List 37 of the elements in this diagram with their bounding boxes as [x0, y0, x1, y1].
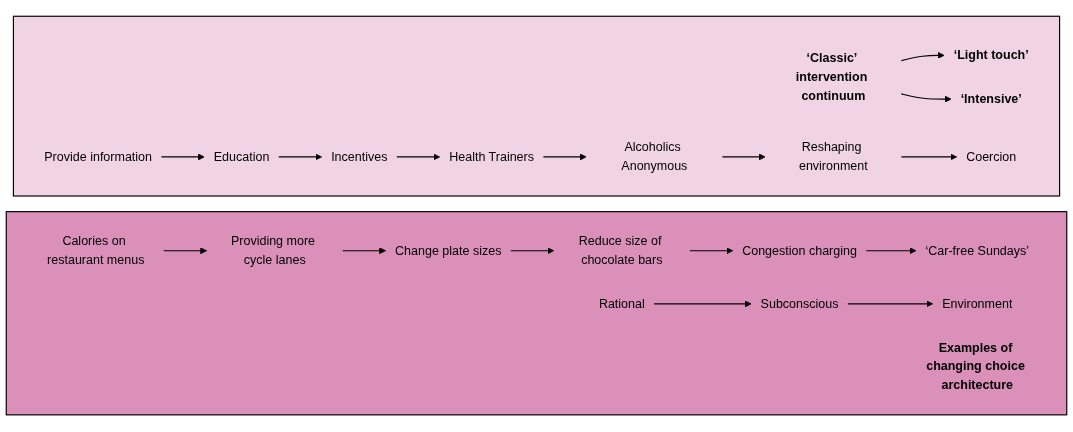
node-text: Coercion: [966, 150, 1017, 164]
node-text: ‘Car-free Sundays’: [925, 244, 1030, 258]
arrow: [689, 247, 734, 255]
node-text: Education: [213, 150, 270, 164]
cluster: [12, 16, 1061, 198]
node-text: Reduce size of chocolate bars: [578, 234, 663, 267]
node-text: Reshaping environment: [798, 140, 868, 174]
node-text: Rational: [598, 297, 645, 311]
arrow: [721, 153, 766, 161]
arrow: [865, 247, 917, 255]
node-text: Alcoholics Anonymous: [621, 140, 688, 174]
node-text: Health Trainers: [449, 150, 534, 164]
arrow: [510, 247, 555, 255]
arrow: [847, 300, 934, 308]
node-text: ‘Classic’ intervention continuum: [795, 51, 868, 103]
arrow: [396, 153, 441, 161]
node-text: Subconscious: [760, 297, 839, 311]
arrow: [900, 153, 958, 161]
node-text: ‘Intensive’: [960, 92, 1022, 106]
node-text: ‘Light touch’: [953, 48, 1029, 63]
arrow: [163, 247, 208, 255]
arrow: [900, 93, 952, 103]
node-text: Change plate sizes: [395, 244, 502, 258]
node-text: Examples of changing choice architecture: [926, 341, 1025, 392]
arrow: [900, 52, 945, 62]
arrow: [542, 153, 587, 161]
arrow: [160, 153, 205, 161]
node-text: Providing more cycle lanes: [230, 234, 316, 267]
arrow: [342, 247, 386, 255]
node-text: Incentives: [331, 150, 388, 164]
arrow: [653, 300, 752, 308]
arrow: [278, 153, 323, 161]
node-text: Environment: [942, 297, 1013, 311]
node-text: Provide information: [44, 150, 153, 164]
node-text: Calories on restaurant menus: [47, 234, 145, 267]
node-text: Congestion charging: [742, 244, 857, 258]
cluster: [5, 211, 1068, 416]
